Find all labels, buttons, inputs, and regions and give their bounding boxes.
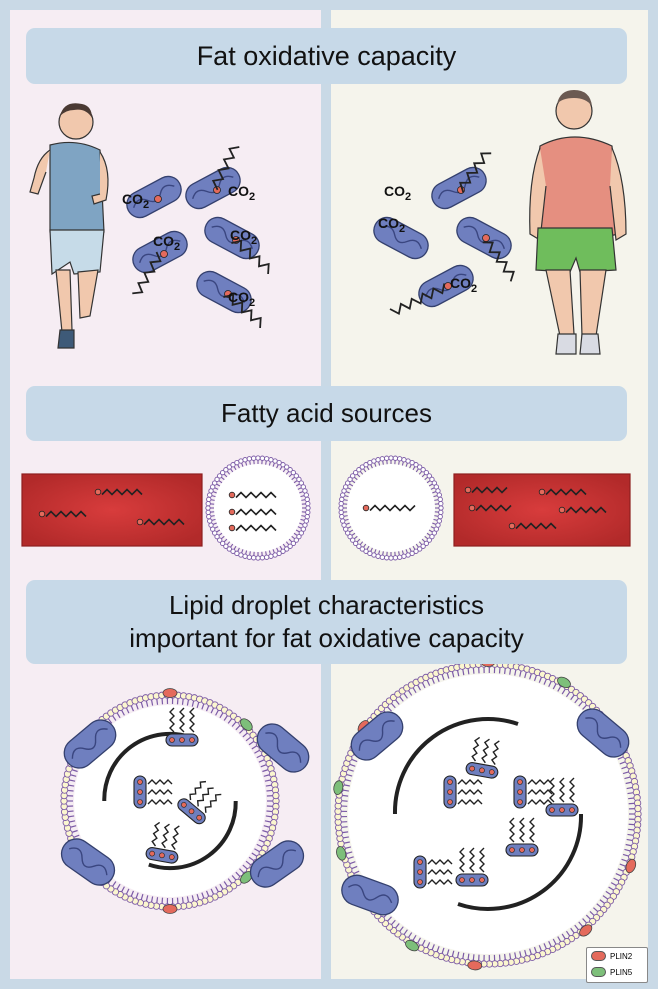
fatty-acid-chains: [38, 486, 607, 530]
fatty-acid-chain-icon: [228, 524, 277, 532]
plin2-protein-icon: [579, 924, 593, 937]
plin2-protein-icon: [625, 858, 637, 874]
mitochondrion-icon: [60, 838, 116, 886]
fatty-acid-chain-icon: [211, 146, 240, 191]
fatty-acid-chain-icon: [538, 488, 587, 496]
blood-vessel-right: [453, 473, 631, 547]
fatty-acid-chain-icon: [38, 510, 87, 518]
mitochondrion-icon: [373, 216, 429, 260]
fatty-acid-chain-icon: [458, 152, 492, 193]
mitochondrion-icon: [249, 840, 305, 888]
fatty-acid-chain-icon: [513, 775, 553, 809]
plin5-protein-icon: [336, 846, 347, 861]
legend-item-plin2: PLIN2: [587, 948, 647, 964]
fatty-acid-chain-icon: [231, 239, 270, 275]
co2-label: CO2: [230, 227, 257, 247]
plin5-swatch: [591, 967, 606, 977]
fatty-acid-chain-icon: [558, 506, 607, 514]
heading-fat-oxidative-capacity: Fat oxidative capacity: [26, 28, 627, 84]
membrane-icon: [338, 455, 444, 561]
mitochondria-group: [126, 146, 515, 329]
fatty-acid-chain-icon: [482, 241, 515, 282]
fatty-acid-chain-icon: [177, 780, 222, 825]
legend-item-plin5: PLIN5: [587, 964, 647, 980]
mitochondrion-icon: [63, 719, 117, 769]
overweight-person-icon: [529, 90, 627, 355]
fatty-acid-chain-icon: [508, 522, 557, 530]
fatty-acid-chain-icon: [464, 486, 508, 494]
plin2-protein-icon: [162, 904, 178, 914]
fatty-acid-chain-icon: [136, 518, 185, 526]
co2-label: CO2: [228, 289, 255, 309]
fatty-acid-chain-icon: [389, 283, 446, 316]
co2-label: CO2: [228, 183, 255, 203]
legend: PLIN2 PLIN5: [586, 947, 648, 983]
fatty-acid-chain-icon: [455, 847, 489, 887]
mitochondrion-icon: [126, 175, 182, 219]
membrane-icon: [205, 455, 311, 561]
legend-label-plin2: PLIN2: [610, 951, 633, 961]
co2-label: CO2: [384, 183, 411, 203]
mitochondrion-icon: [132, 230, 188, 274]
fatty-acid-chain-icon: [165, 707, 199, 747]
blood-vessel-left: [21, 473, 203, 547]
fatty-acid-chain-icon: [145, 821, 180, 864]
fatty-acid-chain-icon: [223, 293, 262, 329]
plin5-protein-icon: [240, 718, 253, 731]
fatty-acid-chain-icon: [362, 504, 416, 512]
mitochondrion-icon: [196, 270, 252, 314]
fatty-acid-head-icon: [154, 195, 162, 203]
legend-label-plin5: PLIN5: [610, 967, 633, 977]
mitochondrion-icon: [204, 216, 260, 260]
co2-label: CO2: [378, 215, 405, 235]
co2-label: CO2: [122, 191, 149, 211]
mitochondrion-icon: [576, 708, 630, 758]
small-lipid-droplets: [205, 455, 444, 561]
fatty-acid-chain-icon: [228, 508, 277, 516]
fatty-acid-chain-icon: [465, 736, 500, 779]
plin5-protein-icon: [333, 780, 344, 795]
fatty-acid-chain-icon: [413, 855, 453, 889]
co2-label: CO2: [153, 233, 180, 253]
fatty-acid-chain-icon: [468, 504, 512, 512]
heading-lipid-droplet: Lipid droplet characteristics important …: [26, 580, 627, 664]
fatty-acid-chain-icon: [228, 491, 277, 499]
plin5-protein-icon: [557, 676, 571, 689]
fatty-acid-chain-icon: [545, 777, 579, 817]
fatty-acid-chain-icon: [133, 775, 173, 809]
fatty-acid-chain-icon: [443, 775, 483, 809]
heading-fatty-acid-sources: Fatty acid sources: [26, 386, 627, 441]
co2-label: CO2: [450, 275, 477, 295]
plin2-swatch: [591, 951, 606, 961]
plin2-protein-icon: [467, 960, 483, 971]
fatty-acid-chain-icon: [94, 488, 143, 496]
plin5-protein-icon: [405, 939, 419, 952]
mitochondrion-icon: [341, 874, 399, 916]
runner-icon: [29, 103, 109, 349]
mitochondrion-icon: [256, 723, 310, 773]
mitochondrion-icon: [350, 711, 404, 761]
fatty-acid-head-icon: [160, 250, 168, 258]
fatty-acid-chain-icon: [505, 817, 539, 857]
fatty-acid-chain-icon: [132, 251, 162, 295]
fatty-acid-head-icon: [482, 234, 490, 242]
plin2-protein-icon: [162, 688, 178, 698]
